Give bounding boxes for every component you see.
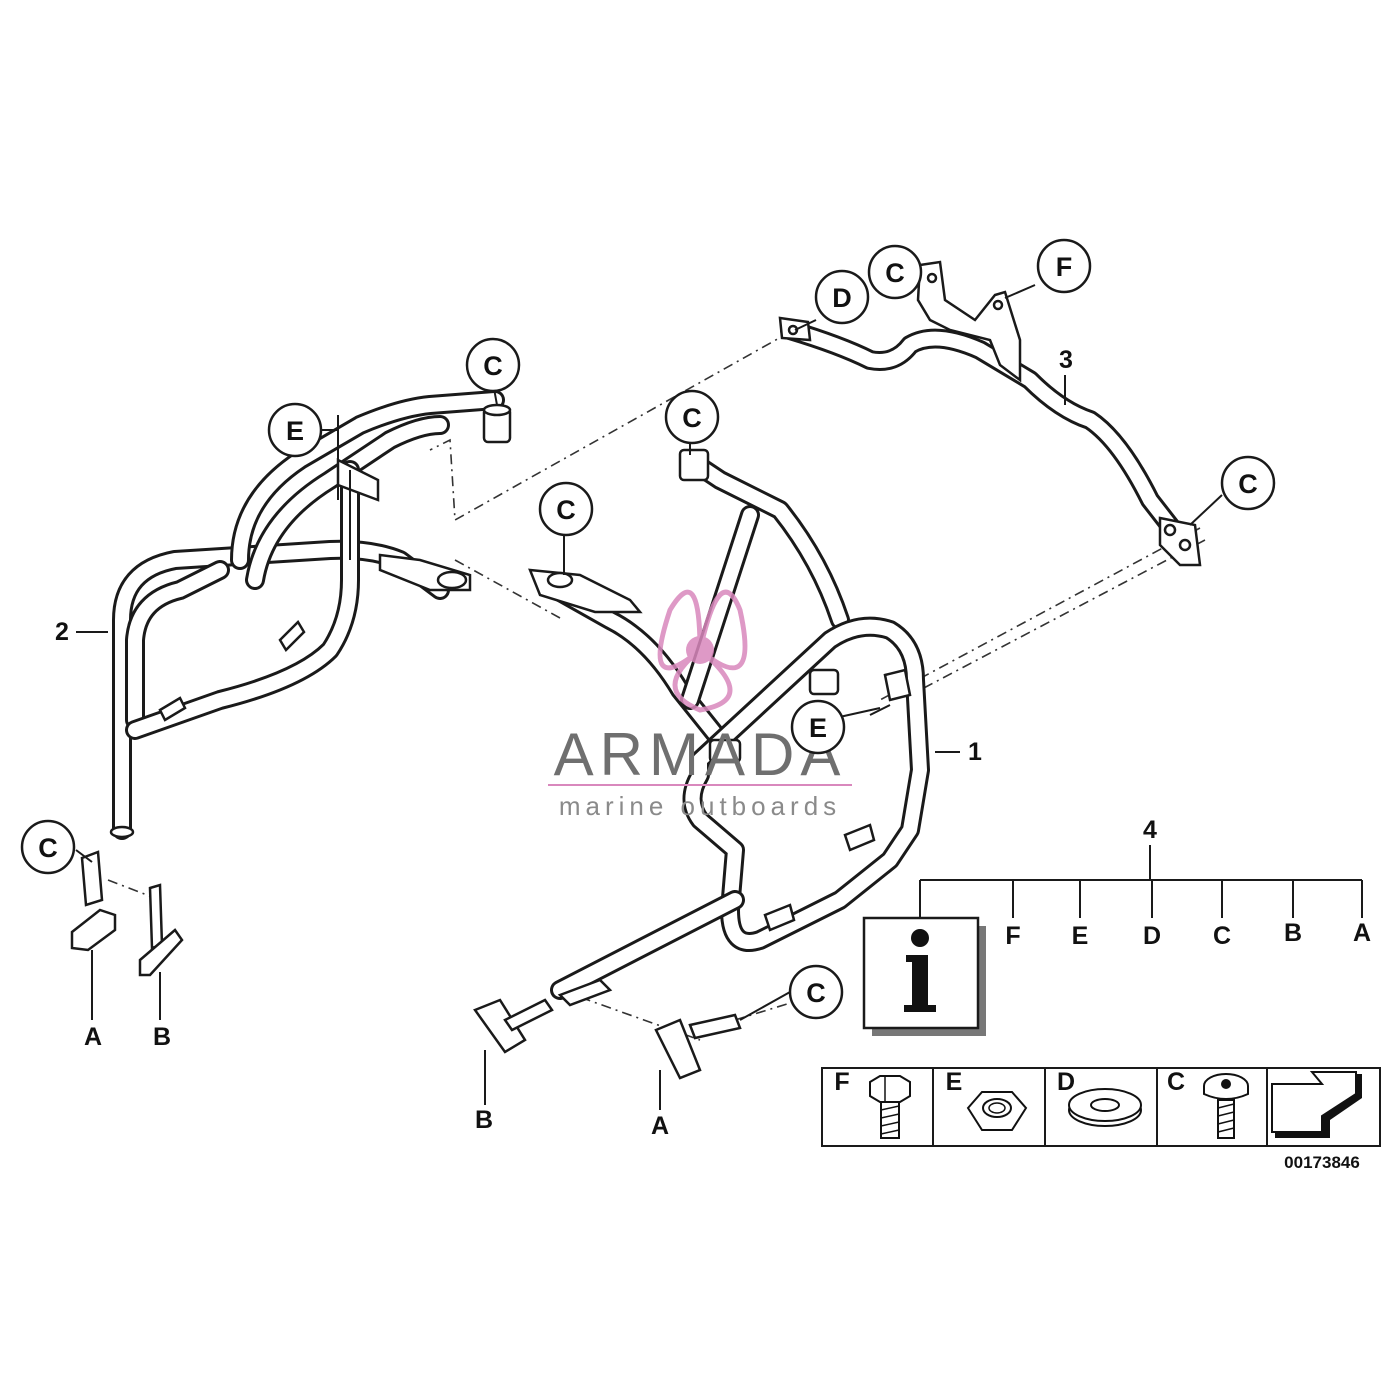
callout-e-2: E xyxy=(790,699,846,755)
kit-legend: F E D C B A xyxy=(862,845,1371,1036)
callout-c-1: C xyxy=(465,337,521,393)
hardware-label-e: E xyxy=(946,1068,963,1096)
hardware-label-f: F xyxy=(834,1068,849,1096)
kit-item-a: A xyxy=(1353,919,1371,947)
kit-item-c: C xyxy=(1213,922,1231,950)
kit-item-e: E xyxy=(1072,922,1089,950)
svg-text:D: D xyxy=(832,283,852,313)
part-number-3: 3 xyxy=(1059,346,1073,374)
left-label-a: A xyxy=(84,1023,102,1051)
svg-text:C: C xyxy=(682,403,702,433)
left-label-b: B xyxy=(153,1023,171,1051)
info-icon xyxy=(862,916,986,1036)
hex-bolt-icon xyxy=(869,1075,911,1139)
callout-c-2: C xyxy=(538,481,594,537)
callout-c-3: C xyxy=(664,389,720,445)
hardware-label-c: C xyxy=(1167,1068,1185,1096)
svg-text:E: E xyxy=(809,713,827,743)
svg-text:C: C xyxy=(483,351,503,381)
hardware-label-d: D xyxy=(1057,1068,1075,1096)
left-loose-parts xyxy=(70,850,184,1020)
callout-c-6: C xyxy=(20,819,76,875)
svg-text:C: C xyxy=(38,833,58,863)
bottom-loose-parts xyxy=(473,978,742,1110)
hex-nut-icon xyxy=(966,1091,1028,1131)
callout-d-1: D xyxy=(814,269,870,325)
washer-icon xyxy=(1068,1088,1142,1127)
watermark-tagline: marine outboards xyxy=(559,791,841,821)
svg-text:C: C xyxy=(806,978,826,1008)
svg-text:C: C xyxy=(1238,469,1258,499)
bottom-label-a: A xyxy=(651,1112,669,1140)
torx-screw-icon xyxy=(1203,1073,1249,1139)
part-number-4: 4 xyxy=(1143,816,1157,844)
callout-c-4: C xyxy=(867,244,923,300)
watermark: ARMADA marine outboards xyxy=(548,589,852,821)
reference-number: 00173846 xyxy=(1284,1153,1360,1172)
part-number-1: 1 xyxy=(968,738,982,766)
callout-c-5: C xyxy=(1220,455,1276,511)
svg-text:F: F xyxy=(1056,252,1073,282)
hardware-legend: F E D C xyxy=(821,1067,1381,1147)
part-number-2: 2 xyxy=(55,618,69,646)
kit-item-f: F xyxy=(1005,922,1020,950)
propeller-logo-icon xyxy=(657,589,748,713)
bottom-label-b: B xyxy=(475,1106,493,1134)
kit-item-b: B xyxy=(1284,919,1302,947)
frame-part-3 xyxy=(778,260,1202,567)
svg-text:E: E xyxy=(286,416,304,446)
svg-text:C: C xyxy=(556,495,576,525)
frame-part-2 xyxy=(109,390,512,840)
frame-part-1 xyxy=(528,448,930,1000)
direction-arrow-icon xyxy=(1271,1071,1362,1138)
callout-c-7: C xyxy=(788,964,844,1020)
svg-text:C: C xyxy=(885,258,905,288)
kit-item-d: D xyxy=(1143,922,1161,950)
callout-f-1: F xyxy=(1036,238,1092,294)
callout-e-1: E xyxy=(267,402,323,458)
